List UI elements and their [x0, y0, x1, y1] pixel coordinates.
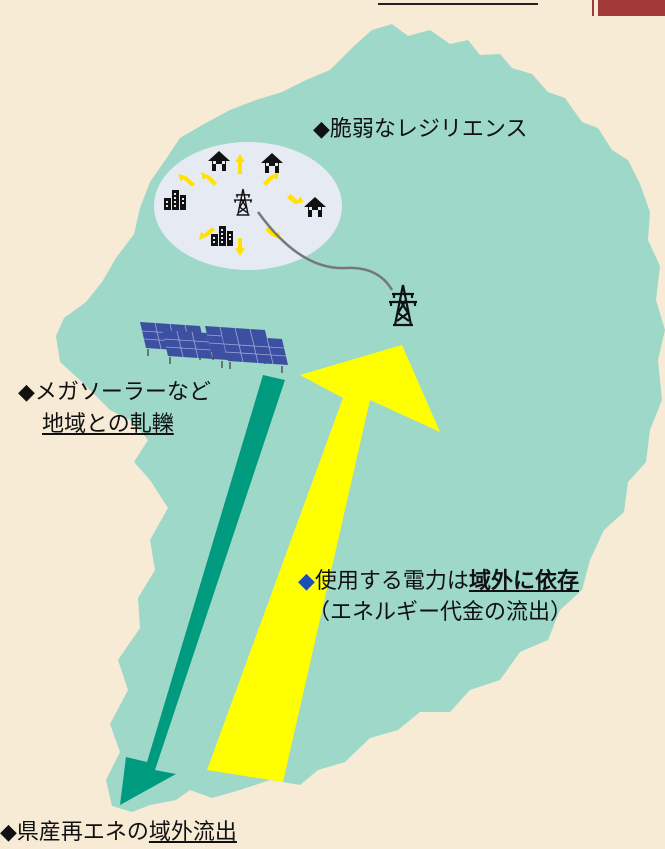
label-dependency: ◆使用する電力は域外に依存 — [298, 567, 579, 597]
small-arrows — [178, 154, 304, 256]
dependency-text: 使用する電力は — [314, 569, 469, 594]
label-mega-solar: ◆メガソーラーなど — [18, 380, 211, 405]
transmission-line — [256, 211, 394, 291]
header-rule — [378, 0, 538, 5]
bullet: ◆ — [298, 569, 315, 594]
corner-accent — [598, 0, 665, 16]
corner-line — [592, 0, 594, 16]
label-resilience: ◆脆弱なレジリエンス — [313, 117, 528, 142]
inflow-arrow — [207, 345, 440, 782]
outflow-arrow — [120, 375, 285, 805]
label-energy-outflow: （エネルギー代金の流出） — [308, 600, 573, 625]
outflow-underlined: 域外流出 — [148, 820, 237, 845]
label-friction: 地域との軋轢 — [42, 412, 174, 437]
outflow-text: ◆県産再エネの — [0, 820, 149, 845]
label-outflow: ◆県産再エネの域外流出 — [0, 818, 237, 848]
dependency-emphasis: 域外に依存 — [468, 569, 579, 594]
